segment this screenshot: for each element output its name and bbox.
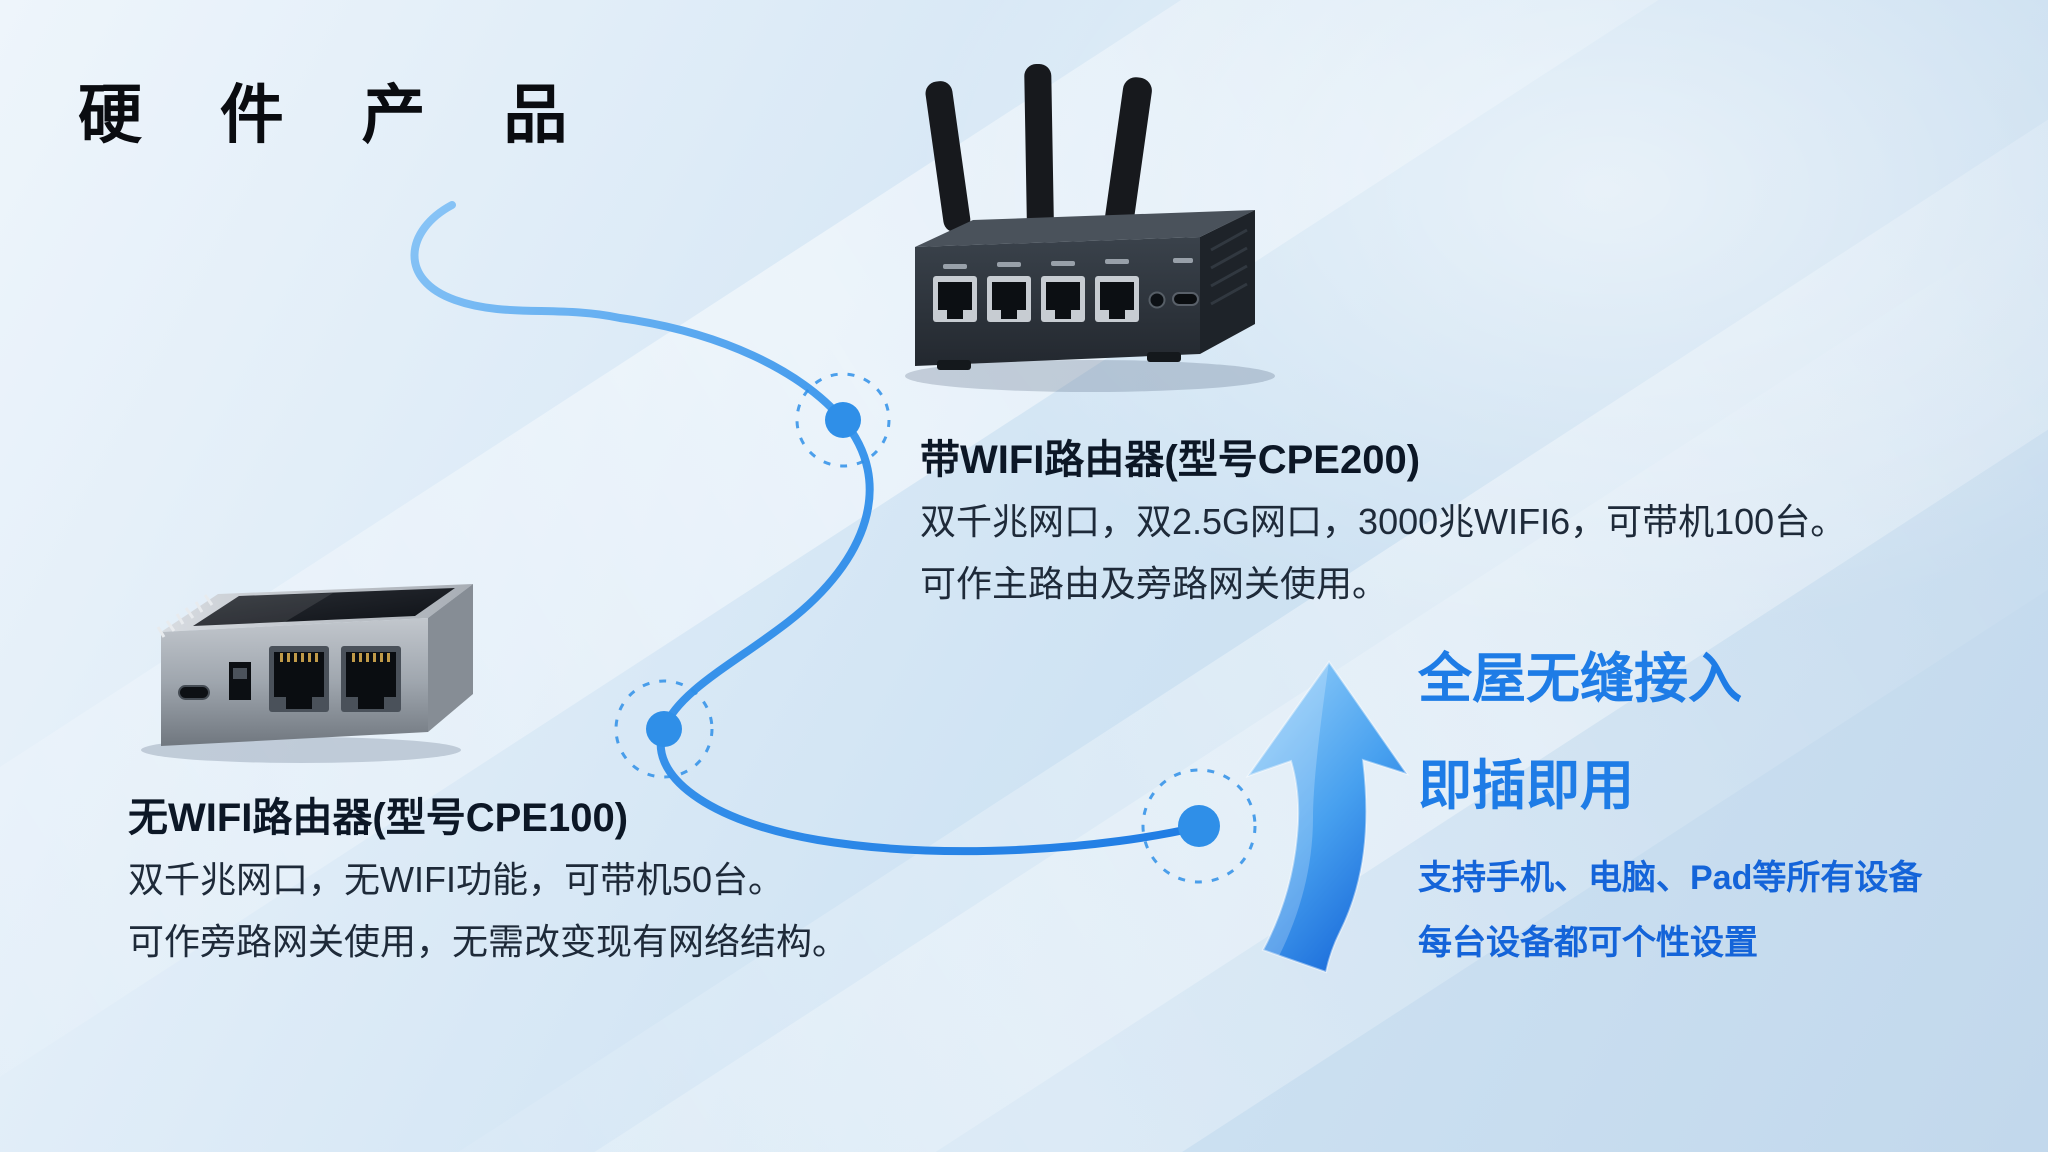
cpe100-router-image <box>133 536 483 766</box>
cpe200-desc-line1: 双千兆网口，双2.5G网口，3000兆WIFI6，可带机100台。 <box>920 501 1847 542</box>
cpe100-desc-line1: 双千兆网口，无WIFI功能，可带机50台。 <box>128 859 785 900</box>
cpe200-info: 带WIFI路由器(型号CPE200) 双千兆网口，双2.5G网口，3000兆WI… <box>920 438 1846 625</box>
connector-node <box>614 679 714 779</box>
antenna-icon <box>925 63 1152 233</box>
usb-c-port-icon <box>178 685 210 700</box>
top-screen-panel <box>193 588 455 626</box>
ethernet-port-icon <box>933 276 977 322</box>
cpe200-desc-line2: 可作主路由及旁路网关使用。 <box>920 562 1389 604</box>
cpe100-info: 无WIFI路由器(型号CPE100) 双千兆网口，无WIFI功能，可带机50台。… <box>128 796 848 983</box>
heatsink-fins <box>156 594 214 638</box>
feature-headline-2: 即插即用 <box>1418 756 1634 817</box>
up-arrow-icon <box>1245 660 1410 974</box>
usb-c-port-icon <box>1172 292 1199 306</box>
reset-button-icon <box>1148 291 1166 309</box>
connector-node <box>795 372 891 468</box>
connector-node <box>1141 768 1257 884</box>
cpe200-name: 带WIFI路由器(型号CPE200) <box>920 438 1421 482</box>
feature-headline-1: 全屋无缝接入 <box>1418 649 1742 709</box>
cpe100-desc-line2: 可作旁路网关使用，无需改变现有网络结构。 <box>128 920 849 962</box>
feature-detail-2: 每台设备都可个性设置 <box>1418 923 1758 962</box>
usb-a-port-icon <box>229 662 251 700</box>
cpe100-name: 无WIFI路由器(型号CPE100) <box>128 796 629 840</box>
feature-detail-1: 支持手机、电脑、Pad等所有设备 <box>1418 858 1923 897</box>
features-panel: 全屋无缝接入 即插即用 支持手机、电脑、Pad等所有设备 每台设备都可个性设置 <box>1418 649 1923 989</box>
ethernet-port-icon <box>269 646 329 712</box>
page-title: 硬 件 产 品 <box>78 79 598 151</box>
cpe200-router-image <box>895 52 1285 397</box>
port-labels <box>943 258 1193 269</box>
